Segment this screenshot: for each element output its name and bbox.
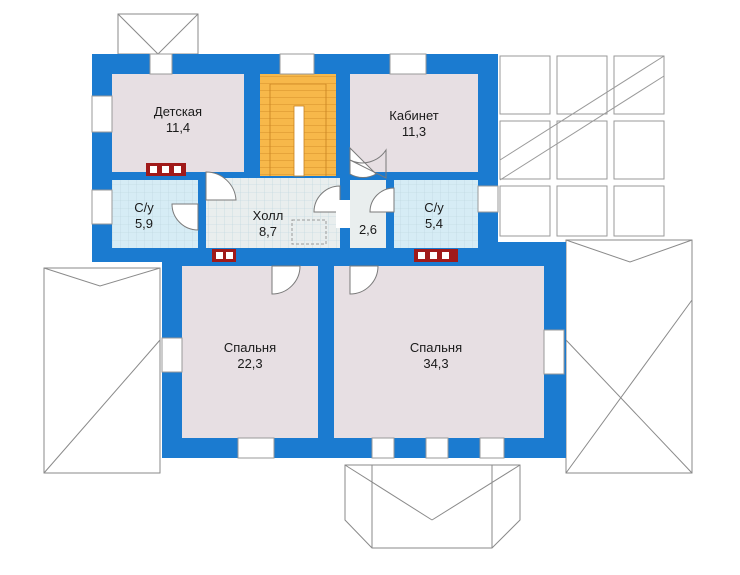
room-nursery-area: 11,4 — [166, 120, 190, 135]
room-closet — [350, 180, 386, 248]
window — [477, 185, 499, 213]
chimney-flue — [442, 252, 449, 259]
roof-left — [43, 267, 161, 474]
chimneys — [146, 163, 458, 262]
room-labels: Детская 11,4 Кабинет 11,3 С/у 5,9 Холл 8… — [134, 104, 462, 371]
room-study — [350, 74, 478, 172]
door-swing — [171, 203, 199, 231]
terrace-cell — [613, 120, 665, 180]
roof-ridge — [565, 339, 693, 474]
roof-right — [565, 239, 693, 474]
room-bedroom-left-name: Спальня — [224, 340, 276, 355]
roof-ridge — [43, 339, 161, 474]
room-study-name: Кабинет — [389, 108, 438, 123]
room-bedroom-left-area: 22,3 — [237, 356, 262, 371]
window — [371, 437, 395, 459]
door-opening — [336, 200, 350, 228]
tile-grid — [394, 180, 478, 248]
chimney-flue — [430, 252, 437, 259]
window — [479, 437, 505, 459]
door-swing — [313, 185, 341, 213]
chimney-flue — [150, 166, 157, 173]
chimney-flue — [418, 252, 425, 259]
roof-ridge — [565, 239, 693, 263]
room-nursery-name: Детская — [154, 104, 202, 119]
terrace-cell — [499, 55, 551, 115]
room-bath-left-name: С/у — [134, 200, 154, 215]
chimney-flue — [216, 252, 223, 259]
chimney-flue — [226, 252, 233, 259]
room-bedroom-right-name: Спальня — [410, 340, 462, 355]
roof-top-left — [117, 13, 199, 55]
roof-ridge — [565, 299, 693, 474]
room-bedroom-left — [182, 266, 318, 438]
room-bath-right-name: С/у — [424, 200, 444, 215]
attic-hatch — [291, 219, 327, 245]
door-swing — [349, 148, 387, 179]
window — [425, 437, 449, 459]
roof-ridge — [344, 464, 433, 521]
windows — [91, 53, 565, 459]
roof-ridge — [117, 13, 159, 55]
window — [237, 437, 275, 459]
terrace-cell — [556, 185, 608, 237]
room-study-area: 11,3 — [402, 124, 426, 139]
door-swing — [349, 265, 379, 295]
stair-well — [293, 105, 305, 177]
terrace-cell — [499, 185, 551, 237]
terrace-cell — [556, 55, 608, 115]
window — [91, 95, 113, 133]
terrace-cell — [556, 120, 608, 180]
terrace-lattice — [499, 55, 665, 237]
room-bath-right-area: 5,4 — [425, 216, 443, 231]
roof-ridge — [43, 267, 161, 287]
roof-ridge — [431, 464, 521, 521]
room-nursery — [112, 74, 244, 172]
room-closet-area: 2,6 — [359, 222, 377, 237]
terrace-diagonal — [499, 75, 665, 181]
room-hall-name: Холл — [253, 208, 284, 223]
stair-rail — [269, 83, 327, 176]
terrace-cell — [613, 55, 665, 115]
window — [279, 53, 315, 75]
room-hall-area: 8,7 — [259, 224, 277, 239]
terrace-diagonal — [499, 55, 665, 161]
window — [91, 189, 113, 225]
room-bedroom-right-area: 34,3 — [423, 356, 448, 371]
window — [543, 329, 565, 375]
terrace-cell — [499, 120, 551, 180]
roof-bay — [344, 464, 521, 549]
terrace-cell — [613, 185, 665, 237]
window — [389, 53, 427, 75]
door-swing — [271, 265, 301, 295]
door-swing — [205, 171, 237, 201]
chimney-flue — [174, 166, 181, 173]
roof-outline — [43, 13, 693, 549]
roof-ridge — [157, 13, 199, 55]
chimney-flue — [162, 166, 169, 173]
room-bath-left-area: 5,9 — [135, 216, 153, 231]
window — [149, 53, 173, 75]
door-swing — [369, 187, 395, 213]
doors — [171, 146, 395, 295]
room-bedroom-right — [334, 266, 544, 438]
window — [161, 337, 183, 373]
